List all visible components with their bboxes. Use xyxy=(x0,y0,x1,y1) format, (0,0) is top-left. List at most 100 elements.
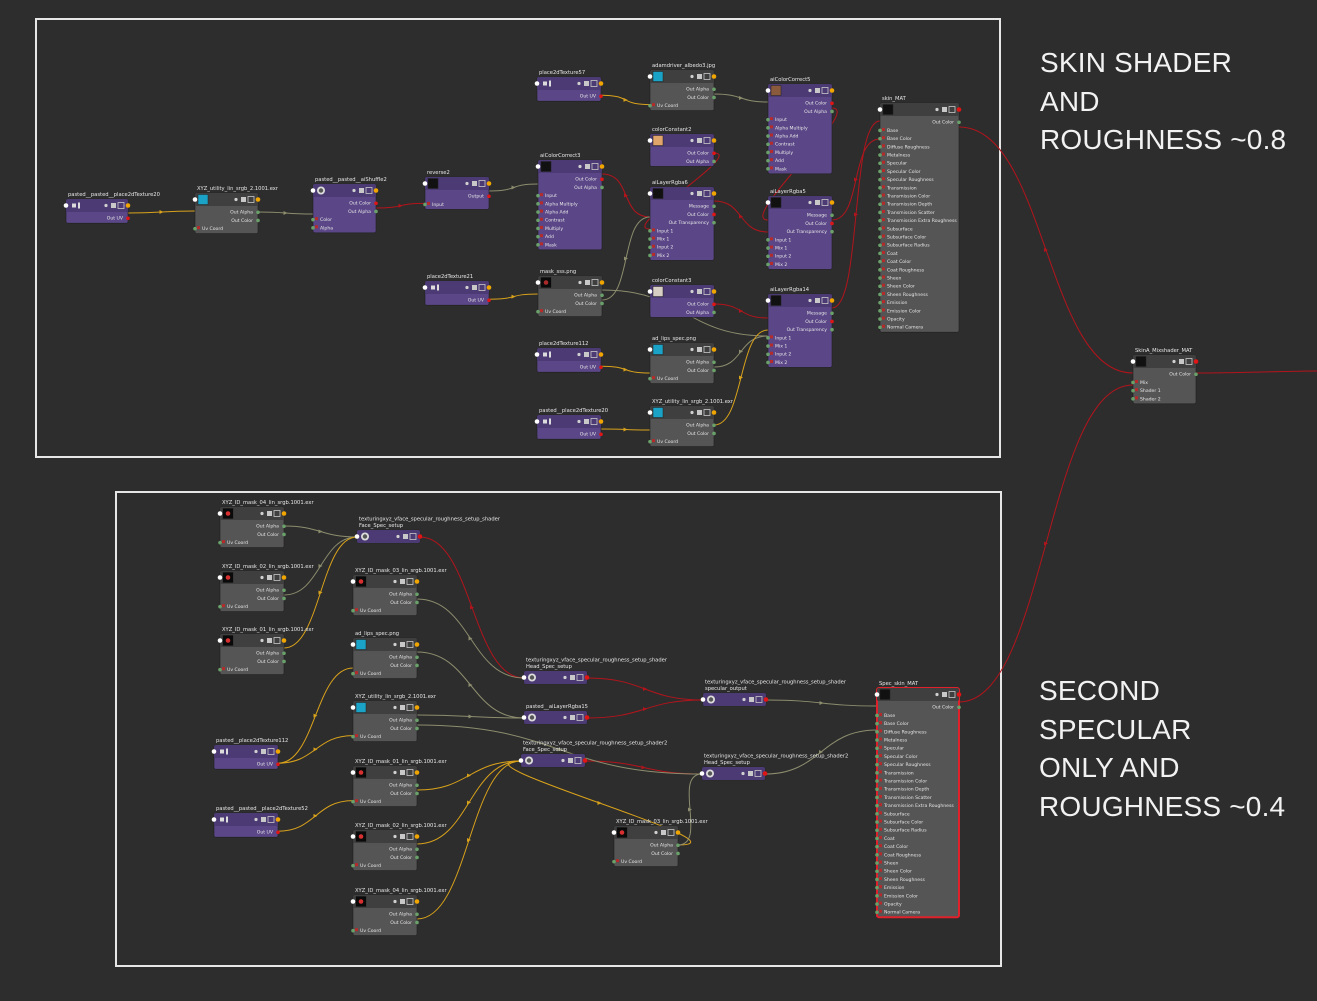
input-socket[interactable] xyxy=(770,158,773,162)
output-port[interactable] xyxy=(956,107,962,112)
input-port[interactable] xyxy=(1131,397,1135,401)
input-port[interactable] xyxy=(875,730,879,734)
input-port[interactable] xyxy=(878,194,882,198)
input-socket[interactable] xyxy=(355,928,358,932)
input-port[interactable] xyxy=(878,177,882,182)
output-port[interactable] xyxy=(712,212,716,217)
input-port[interactable] xyxy=(534,81,540,86)
input-socket[interactable] xyxy=(879,762,882,766)
input-port[interactable] xyxy=(611,830,617,835)
input-port[interactable] xyxy=(766,246,770,250)
input-port[interactable] xyxy=(536,202,540,206)
input-port[interactable] xyxy=(535,280,541,285)
input-port[interactable] xyxy=(211,817,217,822)
node-specout[interactable]: texturingxyz_vface_specular_roughness_se… xyxy=(700,680,847,707)
input-socket[interactable] xyxy=(770,359,773,363)
input-port[interactable] xyxy=(875,771,879,775)
input-socket[interactable] xyxy=(355,671,358,675)
output-port[interactable] xyxy=(957,705,961,710)
input-socket[interactable] xyxy=(882,275,885,279)
output-port[interactable] xyxy=(600,177,604,182)
node-toolbar-icon[interactable] xyxy=(935,106,956,113)
input-socket[interactable] xyxy=(882,316,885,320)
node-toolbar-icon[interactable] xyxy=(563,674,584,681)
output-port[interactable] xyxy=(282,596,286,601)
input-port[interactable] xyxy=(699,771,705,776)
node-toolbar-icon[interactable] xyxy=(742,696,763,703)
input-socket[interactable] xyxy=(770,253,773,257)
output-port[interactable] xyxy=(486,181,492,186)
output-port[interactable] xyxy=(711,410,717,415)
input-port[interactable] xyxy=(878,276,882,280)
output-port[interactable] xyxy=(712,310,716,315)
node-toolbar-icon[interactable] xyxy=(563,714,584,721)
input-socket[interactable] xyxy=(879,737,882,741)
input-port[interactable] xyxy=(351,799,355,804)
input-port[interactable] xyxy=(351,863,355,868)
input-port[interactable] xyxy=(875,779,879,783)
input-port[interactable] xyxy=(878,325,882,330)
input-port[interactable] xyxy=(766,254,770,259)
input-port[interactable] xyxy=(350,770,356,775)
output-port[interactable] xyxy=(675,830,681,835)
output-port[interactable] xyxy=(676,851,680,856)
input-socket[interactable] xyxy=(540,234,543,238)
node-toolbar-icon[interactable] xyxy=(808,87,829,94)
input-port[interactable] xyxy=(875,721,879,726)
output-port[interactable] xyxy=(598,352,604,357)
input-port[interactable] xyxy=(218,540,222,545)
output-port[interactable] xyxy=(1194,372,1198,377)
output-port[interactable] xyxy=(762,771,768,776)
output-port[interactable] xyxy=(256,218,260,223)
input-port[interactable] xyxy=(536,193,540,198)
input-socket[interactable] xyxy=(652,244,655,248)
input-socket[interactable] xyxy=(882,168,885,172)
input-socket[interactable] xyxy=(1135,396,1138,400)
input-socket[interactable] xyxy=(540,201,543,205)
output-port[interactable] xyxy=(711,138,717,143)
output-port[interactable] xyxy=(956,692,962,697)
output-port[interactable] xyxy=(712,431,716,436)
input-socket[interactable] xyxy=(882,218,885,222)
input-socket[interactable] xyxy=(882,324,885,328)
node-toolbar-icon[interactable] xyxy=(393,898,414,905)
input-port[interactable] xyxy=(648,245,652,250)
node-toolbar-icon[interactable] xyxy=(690,346,711,353)
input-port[interactable] xyxy=(63,203,69,208)
input-port[interactable] xyxy=(878,136,882,141)
output-port[interactable] xyxy=(276,762,280,767)
output-port[interactable] xyxy=(281,638,287,643)
input-socket[interactable] xyxy=(879,860,882,864)
output-port[interactable] xyxy=(598,419,604,424)
output-port[interactable] xyxy=(256,210,260,215)
input-socket[interactable] xyxy=(879,803,882,807)
input-port[interactable] xyxy=(350,579,356,584)
output-port[interactable] xyxy=(598,81,604,86)
input-socket[interactable] xyxy=(879,721,882,725)
input-port[interactable] xyxy=(875,812,879,816)
output-port[interactable] xyxy=(712,159,716,164)
input-port[interactable] xyxy=(875,820,879,824)
input-port[interactable] xyxy=(875,738,879,742)
input-port[interactable] xyxy=(878,317,882,321)
output-port[interactable] xyxy=(281,575,287,580)
output-port[interactable] xyxy=(282,524,286,529)
input-port[interactable] xyxy=(217,511,223,516)
input-socket[interactable] xyxy=(882,226,885,230)
input-socket[interactable] xyxy=(882,160,885,164)
output-port[interactable] xyxy=(415,655,419,660)
input-port[interactable] xyxy=(648,237,652,241)
input-socket[interactable] xyxy=(882,242,885,246)
